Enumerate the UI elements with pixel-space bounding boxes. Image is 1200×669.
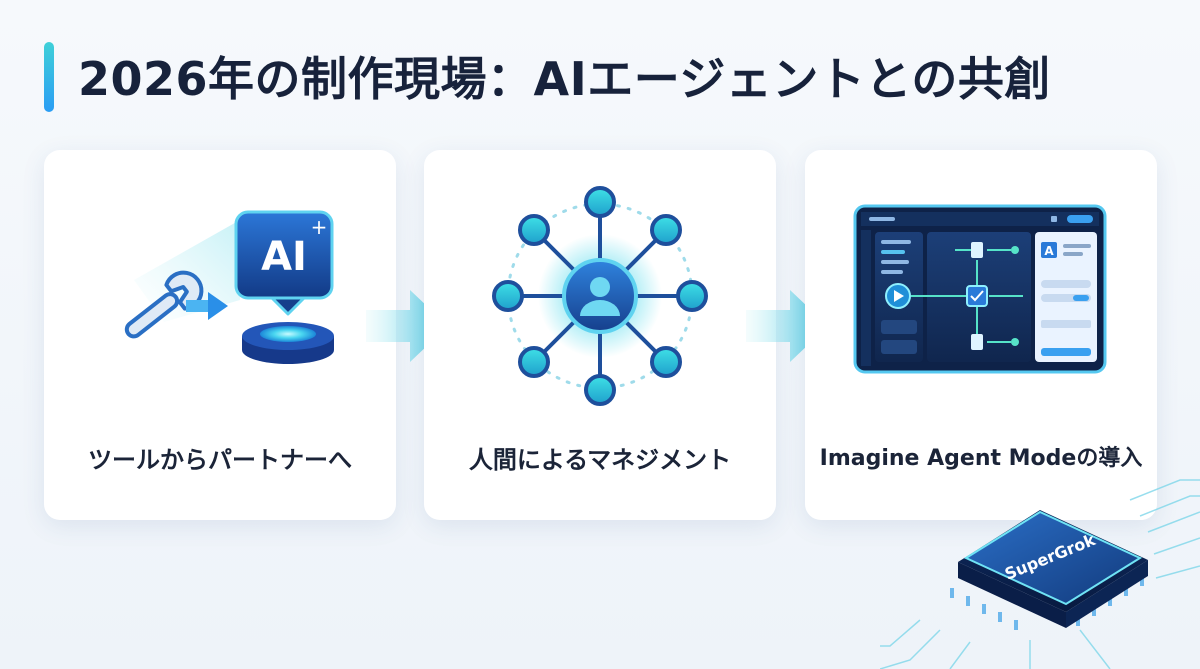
page-title: 2026年の制作現場：AIエージェントとの共創: [78, 52, 1051, 106]
play-button-icon: [885, 283, 911, 309]
supergrok-chip-icon: SuperGrok: [880, 479, 1200, 669]
svg-text:A: A: [1044, 244, 1054, 258]
tool-to-ai-illustration: AI +: [124, 210, 334, 364]
network-node-icons: [492, 186, 708, 406]
network-illustration: [492, 186, 708, 406]
step-label: ツールからパートナーへ: [88, 446, 352, 474]
agent-mode-screen-illustration: A: [853, 204, 1107, 374]
step-label: 人間によるマネジメント: [468, 446, 732, 474]
step-label: Imagine Agent Modeの導入: [819, 446, 1143, 471]
step-card-human-management: 人間によるマネジメント: [424, 150, 776, 520]
arrow-right-icon: [186, 292, 228, 320]
title-accent-bar: [44, 42, 54, 112]
svg-text:AI: AI: [261, 234, 307, 280]
step-card-agent-mode: A Imagine Agent Modeの導入: [805, 150, 1157, 520]
svg-text:+: +: [311, 215, 328, 239]
glowing-platform-icon: [242, 322, 334, 364]
wrench-icon: [124, 270, 204, 339]
person-hub-icon: [562, 258, 638, 334]
step-card-tool-to-partner: AI + ツールからパートナーへ: [44, 150, 396, 520]
ai-chat-icon: AI +: [234, 210, 334, 316]
